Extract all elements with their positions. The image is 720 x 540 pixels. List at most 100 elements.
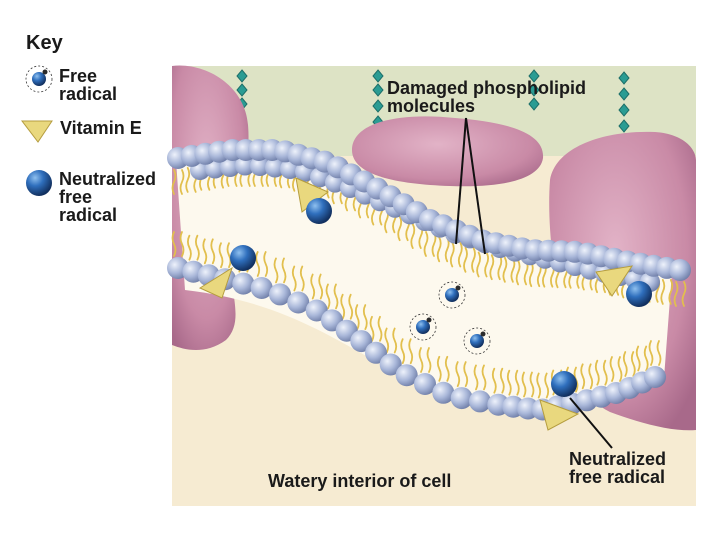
- fatty-acid-tail: [481, 364, 487, 391]
- key-free-radical-label: Free radical: [59, 66, 118, 104]
- fatty-acid-tail: [299, 265, 305, 292]
- fatty-acid-tail: [515, 259, 521, 286]
- fatty-acid-tail: [449, 241, 455, 268]
- fatty-acid-tail: [423, 231, 429, 257]
- fatty-acid-tail: [418, 347, 424, 373]
- fatty-acid-tail: [622, 351, 628, 377]
- phospholipid-head: [265, 157, 285, 178]
- fatty-acid-tail: [497, 254, 503, 281]
- fatty-acid-tail: [536, 372, 542, 399]
- phospholipid-head: [379, 353, 402, 376]
- fatty-acid-tail: [340, 293, 346, 320]
- fatty-acid-tail: [630, 351, 636, 377]
- free-radical: [438, 281, 466, 309]
- fatty-acid-tail: [273, 257, 279, 284]
- fatty-acid-tail: [457, 241, 463, 268]
- key-free-radical-icon: [25, 65, 53, 93]
- phospholipid-head: [414, 373, 436, 395]
- fatty-acid-tail: [471, 246, 476, 273]
- fatty-acid-tail: [609, 356, 615, 382]
- pointer-damaged-1: [455, 117, 467, 245]
- phospholipid-head: [250, 156, 270, 176]
- free-radical: [409, 313, 437, 341]
- phospholipid-head: [269, 283, 291, 306]
- fatty-acid-tail: [529, 371, 535, 398]
- fatty-acid-tail: [354, 304, 360, 330]
- fatty-acid-tail: [580, 363, 586, 390]
- fatty-acid-tail: [384, 327, 390, 354]
- fatty-acid-tail: [195, 234, 200, 261]
- watery-interior-label: Watery interior of cell: [268, 471, 452, 491]
- fatty-acid-tail: [369, 315, 375, 342]
- neutralized-free-radicals: [230, 198, 652, 397]
- fatty-acid-tail: [392, 327, 398, 354]
- fatty-acid-tail: [226, 242, 232, 269]
- neutralized-radical: [230, 245, 256, 271]
- fatty-acid-tail: [521, 371, 527, 398]
- damaged-phospholipid-label: Damaged phospholipid molecules: [387, 78, 587, 116]
- phospholipid-head: [287, 291, 310, 314]
- fatty-acid-tail: [673, 281, 679, 307]
- fatty-acid-tail: [333, 283, 339, 310]
- phospholipid-head: [450, 387, 473, 410]
- vitamin-e-molecule: [595, 265, 634, 297]
- phospholipid-head: [235, 155, 255, 176]
- fatty-acid-tail: [681, 281, 687, 307]
- neutralized-free-radical-label: Neutralized free radical: [569, 449, 667, 487]
- neutralized-radical: [306, 198, 332, 224]
- fatty-acid-tail: [171, 169, 177, 195]
- fatty-acid-tail: [489, 254, 495, 281]
- fatty-acid-tail: [185, 167, 191, 193]
- vitamin-e-molecules: [198, 177, 634, 431]
- key-vitamin-e-icon: [20, 120, 53, 143]
- fatty-acid-tail: [455, 361, 461, 387]
- fatty-acid-tail: [588, 363, 594, 390]
- pointer-neutralized: [569, 397, 613, 449]
- neutralized-radical: [626, 281, 652, 307]
- fatty-acid-tail: [463, 246, 468, 273]
- fatty-acid-tail: [179, 169, 185, 195]
- fatty-acid-tail: [202, 238, 208, 265]
- phospholipid-head: [365, 341, 387, 364]
- fatty-acid-tail: [502, 256, 508, 283]
- key-neutralized-icon: [26, 170, 52, 196]
- vitamin-e-molecule: [198, 266, 233, 299]
- fatty-acid-tail: [179, 231, 185, 257]
- fatty-acid-tail: [218, 242, 224, 269]
- fatty-acid-tail: [444, 355, 450, 382]
- fatty-acid-tail: [617, 356, 623, 382]
- phospholipid-head: [669, 259, 691, 281]
- fatty-acid-tail: [426, 347, 432, 373]
- phospholipid-head: [395, 364, 418, 387]
- key-vitamin-e-label: Vitamin E: [60, 118, 142, 138]
- phospholipid-head: [220, 157, 240, 177]
- fatty-acid-tail: [476, 251, 481, 278]
- vitamin-e-molecule: [539, 399, 580, 431]
- fatty-acid-tail: [643, 345, 649, 372]
- fatty-acid-tail: [187, 234, 192, 261]
- fatty-acid-tail: [544, 372, 550, 399]
- neutralized-radical: [551, 371, 577, 397]
- fatty-acid-tail: [210, 238, 216, 265]
- fatty-acid-tail: [506, 369, 512, 396]
- fatty-acid-tail: [668, 279, 674, 305]
- fatty-acid-tail: [310, 273, 316, 300]
- fatty-acid-tail: [171, 231, 177, 257]
- fatty-acid-tail: [436, 236, 442, 263]
- free-radicals: [409, 281, 491, 355]
- phospholipid-head: [350, 330, 373, 353]
- fatty-acid-tail: [484, 251, 489, 278]
- fatty-acid-tail: [291, 265, 297, 292]
- fatty-acid-tail: [463, 361, 469, 387]
- phospholipid-head: [250, 277, 273, 299]
- fatty-acid-tail: [528, 261, 534, 288]
- phospholipid-heads: [167, 139, 691, 421]
- fatty-acid-tail: [362, 304, 368, 330]
- key-neutralized-label: Neutralized free radical: [59, 169, 157, 225]
- fatty-acid-tail: [255, 251, 261, 277]
- fatty-acid-tail: [473, 364, 479, 391]
- pointer-lines: [455, 117, 613, 449]
- membrane-protein-center: [352, 116, 544, 187]
- pointer-damaged-2: [465, 117, 486, 255]
- fatty-acid-tail: [410, 223, 416, 249]
